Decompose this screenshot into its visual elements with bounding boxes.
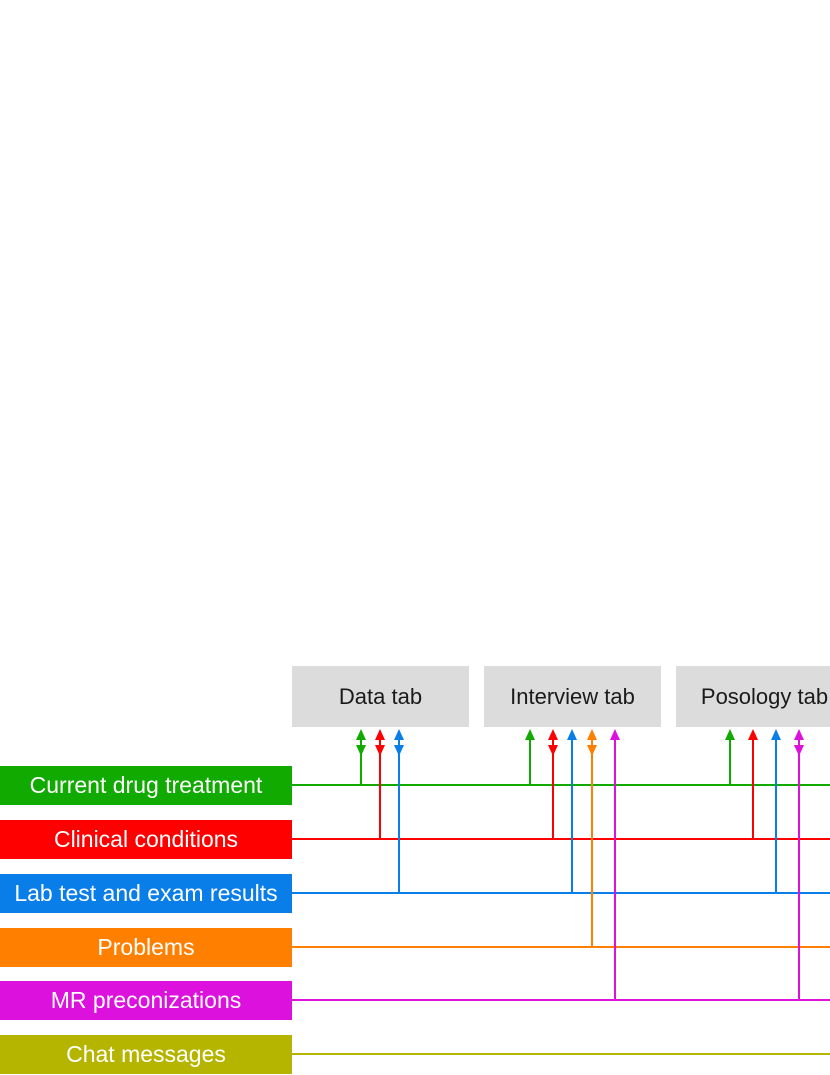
source-problems: Problems [0, 928, 292, 967]
arrow-up-icon [587, 729, 597, 740]
arrow-down-icon [356, 745, 366, 756]
source-label: Lab test and exam results [14, 880, 278, 906]
arrow-up-icon [394, 729, 404, 740]
tab-interview[interactable]: Interview tab [484, 666, 661, 727]
source-label: Current drug treatment [29, 772, 263, 798]
arrow-down-icon [548, 745, 558, 756]
arrow-up-icon [525, 729, 535, 740]
arrow-down-icon [794, 745, 804, 756]
source-label: Clinical conditions [53, 826, 239, 852]
arrow-up-icon [356, 729, 366, 740]
arrow-up-icon [610, 729, 620, 740]
arrow-up-icon [725, 729, 735, 740]
arrow-up-icon [567, 729, 577, 740]
source-label: Chat messages [66, 1041, 226, 1067]
tab-interview-label: Interview tab [510, 683, 635, 709]
arrow-up-icon [548, 729, 558, 740]
source-mr-preconizations: MR preconizations [0, 981, 292, 1020]
arrow-up-icon [375, 729, 385, 740]
arrow-down-icon [375, 745, 385, 756]
tab-posology[interactable]: Posology tab [676, 666, 830, 727]
tab-data[interactable]: Data tab [292, 666, 469, 727]
source-chat-messages: Chat messages [0, 1035, 292, 1074]
source-current-drug-treatment: Current drug treatment [0, 766, 292, 805]
source-clinical-conditions: Clinical conditions [0, 820, 292, 859]
source-label: MR preconizations [50, 987, 242, 1013]
source-lab-test-results: Lab test and exam results [0, 874, 292, 913]
tab-data-label: Data tab [338, 683, 423, 709]
tab-posology-label: Posology tab [700, 683, 829, 709]
source-label: Problems [97, 934, 195, 960]
arrow-up-icon [794, 729, 804, 740]
arrow-down-icon [394, 745, 404, 756]
arrow-down-icon [587, 745, 597, 756]
arrow-up-icon [771, 729, 781, 740]
arrow-up-icon [748, 729, 758, 740]
